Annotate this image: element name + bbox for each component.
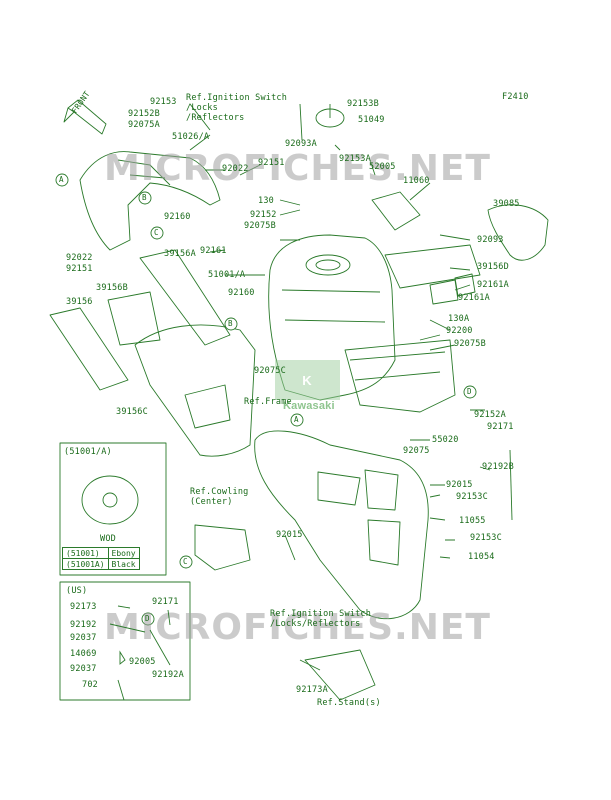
part-92153: 92153 (150, 97, 177, 107)
part-39156: 39156 (66, 297, 93, 307)
inset-us-92037-b: 92037 (70, 664, 97, 674)
part-51049: 51049 (358, 115, 385, 125)
color-name: Black (107, 558, 140, 570)
inset-us-702: 702 (82, 680, 98, 690)
side-panel-39156A (139, 249, 231, 346)
frame (254, 430, 429, 620)
part-51026A: 51026/A (172, 132, 210, 142)
part-92151-b: 92151 (66, 264, 93, 274)
part-92160-b: 92160 (228, 288, 255, 298)
ref-frame: Ref.Frame (244, 397, 292, 407)
callout-a2: A (294, 415, 299, 424)
part-92152B: 92152B (128, 109, 160, 119)
part-39156D: 39156D (477, 262, 509, 272)
part-39156C: 39156C (116, 407, 148, 417)
cowling-piece (194, 524, 251, 571)
part-92192B: 92192B (482, 462, 514, 472)
ignition-group (304, 649, 376, 701)
inset-us-14069: 14069 (70, 649, 97, 659)
part-92075: 92075 (403, 446, 430, 456)
side-panel-39156B (107, 291, 161, 346)
callout-b: B (142, 193, 147, 202)
part-92160-a: 92160 (164, 212, 191, 222)
callout-c: C (154, 228, 159, 237)
part-52005: 52005 (369, 162, 396, 172)
ref-cowling: Ref.Cowling (Center) (190, 487, 249, 507)
inset-us-92037-a: 92037 (70, 633, 97, 643)
table-row: (51001A) Black (62, 558, 140, 570)
watermark-top: MICROFICHES.NET (104, 148, 491, 189)
part-92093A: 92093A (285, 139, 317, 149)
color-name: Ebony (107, 547, 140, 559)
part-92152: 92152 (250, 210, 277, 220)
part-92161A-a: 92161A (477, 280, 509, 290)
side-panel-39156 (49, 307, 129, 391)
part-92153A: 92153A (339, 154, 371, 164)
fuel-pump-52005 (371, 191, 421, 231)
part-92075B: 92075B (244, 221, 276, 231)
part-92161A-b: 92161A (458, 293, 490, 303)
part-11060: 11060 (403, 176, 430, 186)
inset-us-92192: 92192 (70, 620, 97, 630)
part-11054: 11054 (468, 552, 495, 562)
tank-bracket (344, 339, 456, 413)
color-table: (51001) Ebony (51001A) Black (62, 547, 140, 570)
inset-us-92005: 92005 (129, 657, 156, 667)
part-92161: 92161 (200, 246, 227, 256)
part-92075B-b: 92075B (454, 339, 486, 349)
inset-us-92171: 92171 (152, 597, 179, 607)
part-92015-a: 92015 (446, 480, 473, 490)
part-92200: 92200 (446, 326, 473, 336)
part-92173A: 92173A (296, 685, 328, 695)
part-130A: 130A (448, 314, 470, 324)
part-39085 (487, 204, 549, 261)
center-logo-text: Kawasaki (283, 400, 335, 412)
inset-wod-caption: WOD (100, 534, 116, 544)
part-39156A: 39156A (164, 249, 196, 259)
part-39156B: 39156B (96, 283, 128, 293)
color-code: (51001A) (62, 558, 109, 570)
upper-cover-51026 (79, 151, 221, 251)
inset-us-title: (US) (66, 586, 88, 596)
callout-d: D (467, 387, 472, 396)
part-92151-a: 92151 (258, 158, 285, 168)
part-11055: 11055 (459, 516, 486, 526)
inset-us-92192A: 92192A (152, 670, 184, 680)
inset-wod-box (59, 442, 167, 576)
fuel-tank-51001 (268, 234, 396, 401)
part-92022-a: 92022 (222, 164, 249, 174)
callout-c2: C (183, 557, 188, 566)
part-130: 130 (258, 196, 274, 206)
part-55020: 55020 (432, 435, 459, 445)
color-code: (51001) (62, 547, 109, 559)
ref-ignition-bottom: Ref.Ignition Switch /Locks/Reflectors (270, 609, 372, 629)
inset-wod-title: (51001/A) (64, 447, 112, 457)
part-92152A: 92152A (474, 410, 506, 420)
part-39085: 39085 (493, 199, 520, 209)
callout-d2: D (145, 614, 150, 623)
part-92093: 92093 (477, 235, 504, 245)
part-92153C-a: 92153C (456, 492, 488, 502)
part-92075A: 92075A (128, 120, 160, 130)
ref-stand: Ref.Stand(s) (317, 698, 381, 708)
part-92015-b: 92015 (276, 530, 303, 540)
part-92022-b: 92022 (66, 253, 93, 263)
side-piece-39156D (384, 244, 481, 289)
svg-text:K: K (302, 373, 312, 388)
part-92171: 92171 (487, 422, 514, 432)
kawasaki-logo: K (275, 360, 340, 400)
front-arrow (63, 99, 107, 135)
callout-b2: B (228, 319, 233, 328)
figure-code: F2410 (502, 92, 529, 102)
inset-us-92173: 92173 (70, 602, 97, 612)
part-92153B: 92153B (347, 99, 379, 109)
part-92153C-b: 92153C (470, 533, 502, 543)
part-51001A: 51001/A (208, 270, 246, 280)
side-panel-39156C (134, 324, 256, 457)
ref-ignition-top: Ref.Ignition Switch /Locks /Reflectors (186, 93, 288, 123)
part-92075C: 92075C (254, 366, 286, 376)
table-row: (51001) Ebony (62, 547, 140, 559)
callout-a: A (59, 175, 64, 184)
